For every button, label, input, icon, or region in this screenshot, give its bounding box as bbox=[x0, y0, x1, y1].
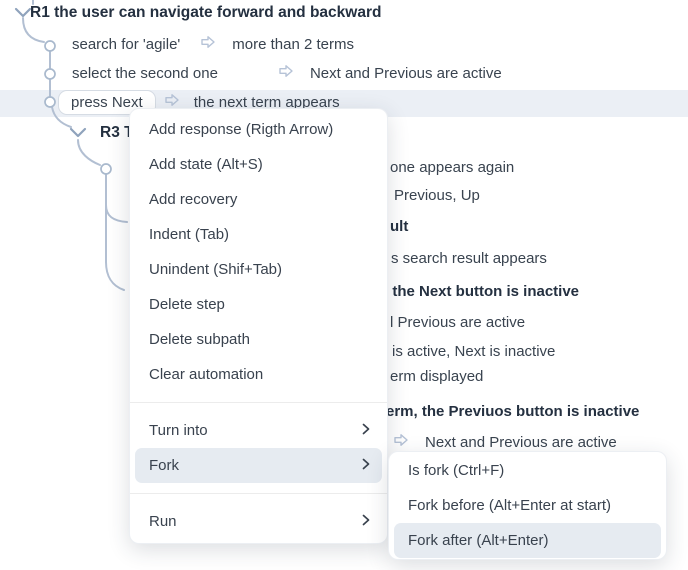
step-text[interactable]: select the second one bbox=[72, 65, 218, 82]
requirement-row-r3[interactable]: R3 T bbox=[100, 121, 134, 145]
menu-item-fork[interactable]: Fork bbox=[135, 448, 382, 483]
step-bullet bbox=[44, 40, 56, 52]
step-row[interactable]: search for 'agile' more than 2 terms bbox=[72, 33, 354, 57]
submenu-item-fork-after[interactable]: Fork after (Alt+Enter) bbox=[394, 523, 661, 558]
menu-item-delete-subpath[interactable]: Delete subpath bbox=[149, 331, 250, 348]
row-fragment[interactable]: l Previous are active bbox=[390, 314, 526, 331]
collapse-chevron-r1 bbox=[14, 7, 32, 18]
step-row[interactable]: select the second one Next and Previous … bbox=[72, 62, 502, 86]
context-menu: Add response (Rigth Arrow) Add state (Al… bbox=[129, 108, 388, 544]
submenu-chevron-icon bbox=[362, 457, 370, 474]
row-fragment[interactable]: Previous, Up bbox=[394, 187, 480, 204]
row-fragment[interactable]: Next and Previous are active bbox=[393, 431, 617, 455]
collapse-chevron-r3 bbox=[69, 127, 87, 138]
requirement-row-r1[interactable]: R1 the user can navigate forward and bac… bbox=[30, 1, 381, 25]
response-text[interactable]: Next and Previous are active bbox=[425, 434, 617, 451]
step-text[interactable]: search for 'agile' bbox=[72, 36, 181, 53]
response-arrow-icon bbox=[164, 91, 180, 115]
menu-item-unindent[interactable]: Unindent (Shif+Tab) bbox=[149, 261, 282, 278]
menu-item-run[interactable]: Run bbox=[130, 504, 387, 539]
response-text[interactable]: more than 2 terms bbox=[232, 36, 354, 53]
row-fragment[interactable]: ult bbox=[390, 218, 409, 235]
menu-divider bbox=[130, 402, 387, 403]
menu-item-add-recovery[interactable]: Add recovery bbox=[149, 191, 238, 208]
menu-item-clear-automation[interactable]: Clear automation bbox=[149, 366, 264, 383]
submenu-chevron-icon bbox=[362, 513, 370, 530]
response-arrow-icon bbox=[200, 33, 216, 57]
response-arrow-icon bbox=[278, 62, 294, 86]
submenu-item-fork-before[interactable]: Fork before (Alt+Enter at start) bbox=[408, 497, 611, 514]
fork-submenu: Is fork (Ctrl+F) Fork before (Alt+Enter … bbox=[388, 451, 667, 560]
response-text[interactable]: the next term appears bbox=[193, 93, 340, 111]
menu-item-indent[interactable]: Indent (Tab) bbox=[149, 226, 230, 243]
row-fragment[interactable]: one appears again bbox=[390, 159, 515, 176]
step-bullet bbox=[44, 68, 56, 80]
menu-item-add-state[interactable]: Add state (Alt+S) bbox=[149, 156, 263, 173]
submenu-item-is-fork[interactable]: Is fork (Ctrl+F) bbox=[408, 462, 505, 479]
menu-item-turn-into[interactable]: Turn into bbox=[130, 413, 387, 448]
row-fragment[interactable]: is active, Next is inactive bbox=[392, 343, 556, 360]
submenu-chevron-icon bbox=[362, 422, 370, 439]
requirement-title[interactable]: R3 T bbox=[100, 124, 134, 141]
menu-divider bbox=[130, 493, 387, 494]
step-bullet bbox=[100, 163, 112, 175]
requirement-title[interactable]: R1 the user can navigate forward and bac… bbox=[30, 4, 382, 21]
row-fragment[interactable]: s search result appears bbox=[391, 250, 547, 267]
menu-item-delete-step[interactable]: Delete step bbox=[149, 296, 225, 313]
row-fragment[interactable]: erm, the Previuos button is inactive bbox=[386, 403, 640, 420]
row-fragment[interactable]: , the Next button is inactive bbox=[384, 283, 580, 300]
response-arrow-icon bbox=[393, 431, 409, 455]
menu-item-add-response[interactable]: Add response (Rigth Arrow) bbox=[149, 121, 334, 138]
response-text[interactable]: Next and Previous are active bbox=[309, 65, 502, 82]
row-fragment[interactable]: erm displayed bbox=[390, 368, 484, 385]
